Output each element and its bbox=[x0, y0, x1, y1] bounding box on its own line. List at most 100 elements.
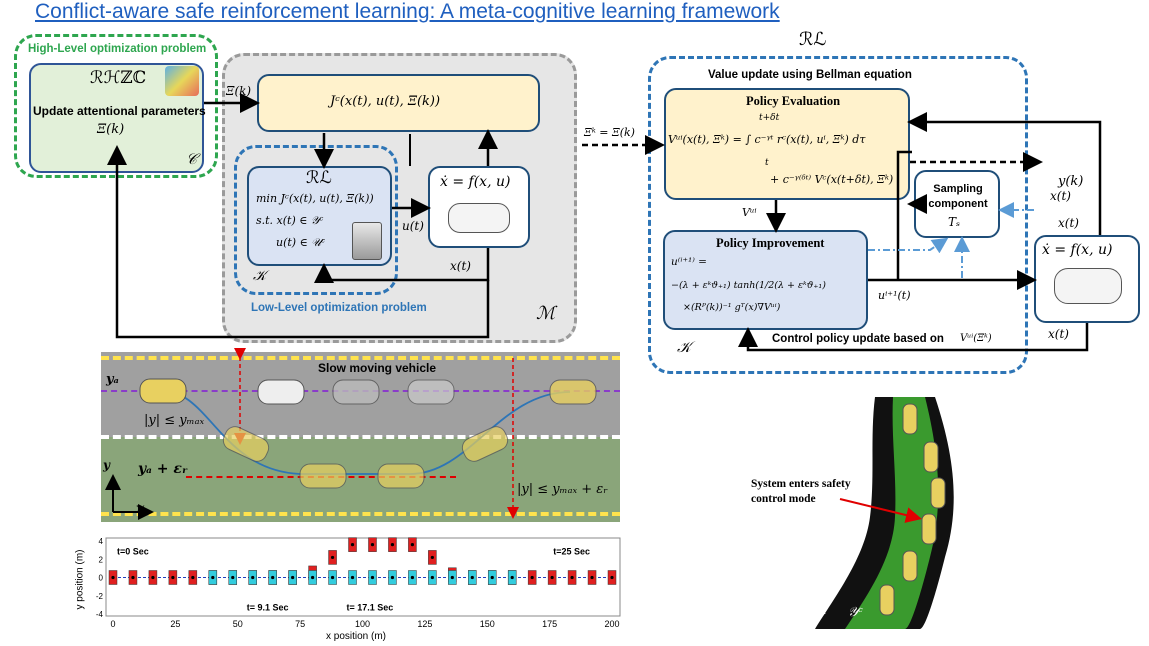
curve-car-1 bbox=[902, 403, 918, 435]
ego-car-2 bbox=[222, 426, 270, 462]
chart-point-dot bbox=[370, 575, 375, 580]
c-label: 𝒞 bbox=[186, 150, 197, 168]
road-scene bbox=[101, 352, 620, 522]
chart-point-dot bbox=[171, 575, 175, 580]
curved-road-cars bbox=[839, 403, 946, 616]
controller-device-icon bbox=[352, 222, 382, 260]
safety-mode-arrow bbox=[839, 498, 922, 523]
y-k-label: y(k) bbox=[1058, 174, 1084, 189]
ego-car-6 bbox=[549, 379, 597, 405]
policy-eval-eq1: Vᵘⁱ(x(t), Ξᵏ) = ∫ c⁻ᵞᵗ rᶜ(x(t), uⁱ, Ξᵏ) … bbox=[668, 133, 866, 146]
slow-vehicle-label: Slow moving vehicle bbox=[318, 361, 437, 375]
chart-point-dot bbox=[390, 575, 395, 580]
xi-input-label: Ξᵏ = Ξ(k) bbox=[584, 126, 635, 139]
x-t-right-1: x(t) bbox=[1050, 189, 1071, 203]
curved-road-scene bbox=[775, 397, 965, 629]
high-level-label: High-Level optimization problem bbox=[28, 43, 207, 55]
policy-imp-eq3: ×(Rᴾ(k))⁻¹ gᵀ(x)∇Vᵘⁱ) bbox=[683, 302, 781, 313]
u-t-label: u(t) bbox=[402, 219, 424, 233]
policy-imp-title: Policy Improvement bbox=[716, 236, 825, 250]
chart-annotation: t= 17.1 Sec bbox=[347, 602, 394, 612]
policy-improvement-box bbox=[663, 230, 868, 330]
k-label-right: 𝒦 bbox=[677, 338, 691, 356]
ego-car-5 bbox=[461, 426, 509, 462]
ego-car-1 bbox=[139, 378, 187, 404]
sampling-ts: Tₛ bbox=[948, 215, 961, 229]
x-t-label-left: x(t) bbox=[450, 259, 471, 273]
slow-car-2 bbox=[332, 379, 380, 405]
yd-eps-label: yₐ + εᵣ bbox=[138, 461, 188, 477]
curved-road-y-label: 𝒴ᶜ bbox=[848, 605, 863, 620]
chart-y-tick-label: -4 bbox=[96, 610, 104, 619]
rl-region-right bbox=[648, 56, 1028, 374]
page-title[interactable]: Conflict-aware safe reinforcement learni… bbox=[35, 0, 780, 23]
arrow-plant-feedback-rl bbox=[314, 248, 490, 283]
chart-x-tick-label: 150 bbox=[480, 619, 495, 629]
chart-point-dot bbox=[330, 555, 335, 560]
chart-annotation: t= 9.1 Sec bbox=[247, 602, 289, 612]
right-diagram-blue-arrows bbox=[868, 202, 1034, 278]
chart-point-dot bbox=[291, 575, 295, 580]
left-diagram-arrows bbox=[107, 93, 498, 339]
chart-point-dot bbox=[350, 543, 355, 547]
chart-point-dot bbox=[151, 575, 155, 580]
chart-y-tick-label: -2 bbox=[96, 592, 104, 601]
rl-objective: min Jᶜ(x(t), u(t), Ξ(k)) bbox=[256, 192, 374, 205]
control-update-label: Control policy update based on bbox=[772, 333, 944, 345]
control-update-sym: Vᵘⁱ(Ξᵏ) bbox=[960, 333, 992, 344]
chart-x-tick-label: 125 bbox=[417, 619, 432, 629]
vehicle-trajectory bbox=[159, 389, 571, 475]
center-lane-line bbox=[101, 435, 620, 439]
chart-point-dot bbox=[410, 543, 414, 547]
chart-point-dot bbox=[590, 575, 594, 580]
chart-point-dot bbox=[271, 575, 275, 580]
chart-x-tick-label: 75 bbox=[295, 619, 305, 629]
rhac-label: ℛℋℤℂ bbox=[90, 68, 147, 88]
curve-car-4 bbox=[921, 513, 937, 545]
rl-region-left bbox=[234, 145, 398, 295]
chart-point-dot bbox=[211, 575, 215, 580]
chart-point-dot bbox=[430, 575, 434, 580]
slow-car-1 bbox=[257, 379, 305, 405]
chart-point-dot bbox=[390, 543, 395, 547]
road-scene-overlay bbox=[105, 348, 571, 520]
value-update-label: Value update using Bellman equation bbox=[708, 69, 912, 81]
plant-eq-right: ẋ = f(x, u) bbox=[1042, 242, 1113, 258]
chart-point-dot bbox=[191, 575, 195, 580]
chart-point-dot bbox=[570, 575, 574, 580]
chart-point-dot bbox=[330, 575, 335, 580]
low-level-label: Low-Level optimization problem bbox=[251, 302, 427, 314]
chart-point-dot bbox=[510, 575, 514, 580]
axis-y-label: y bbox=[103, 458, 110, 472]
rl-label-left: ℛℒ bbox=[306, 168, 332, 188]
chart-point-dot bbox=[251, 575, 255, 580]
policy-imp-eq2: −(λ + εᵏϑ₊₁) tanh(1/2(λ + εᵏϑ₊₁) bbox=[671, 280, 826, 291]
curved-road-annotation: System enters safety control mode bbox=[751, 478, 851, 505]
chart-xlabel: x position (m) bbox=[326, 631, 387, 642]
chart-x-tick-label: 100 bbox=[355, 619, 370, 629]
surface-plot-icon bbox=[165, 66, 199, 96]
rhac-text: Update attentional parameters bbox=[33, 104, 206, 118]
chart-x-tick-label: 0 bbox=[110, 619, 115, 629]
chart-point-dot bbox=[490, 575, 494, 580]
x-t-right-2: x(t) bbox=[1058, 216, 1079, 230]
chart-point-dot bbox=[370, 543, 375, 547]
chart-point-dot bbox=[350, 575, 355, 580]
integral-upper: t+δt bbox=[759, 113, 780, 123]
curve-car-2 bbox=[923, 441, 939, 473]
car-icon-left bbox=[448, 203, 510, 233]
yd-label: yₐ bbox=[106, 372, 119, 387]
chart-point-dot bbox=[610, 575, 614, 580]
chart-point-dot bbox=[470, 575, 474, 580]
rl-state-constraint: s.t. x(t) ∈ 𝒴ᶜ bbox=[256, 214, 324, 227]
integral-lower: t bbox=[765, 158, 769, 168]
chart-point-dot bbox=[231, 575, 235, 580]
chart-point-dot bbox=[450, 575, 454, 580]
chart-y-tick-label: 2 bbox=[99, 555, 104, 564]
ego-car-3 bbox=[299, 463, 347, 489]
curve-car-5 bbox=[902, 550, 918, 582]
chart-point-dot bbox=[131, 575, 135, 580]
rl-label-right: ℛℒ bbox=[799, 29, 827, 50]
